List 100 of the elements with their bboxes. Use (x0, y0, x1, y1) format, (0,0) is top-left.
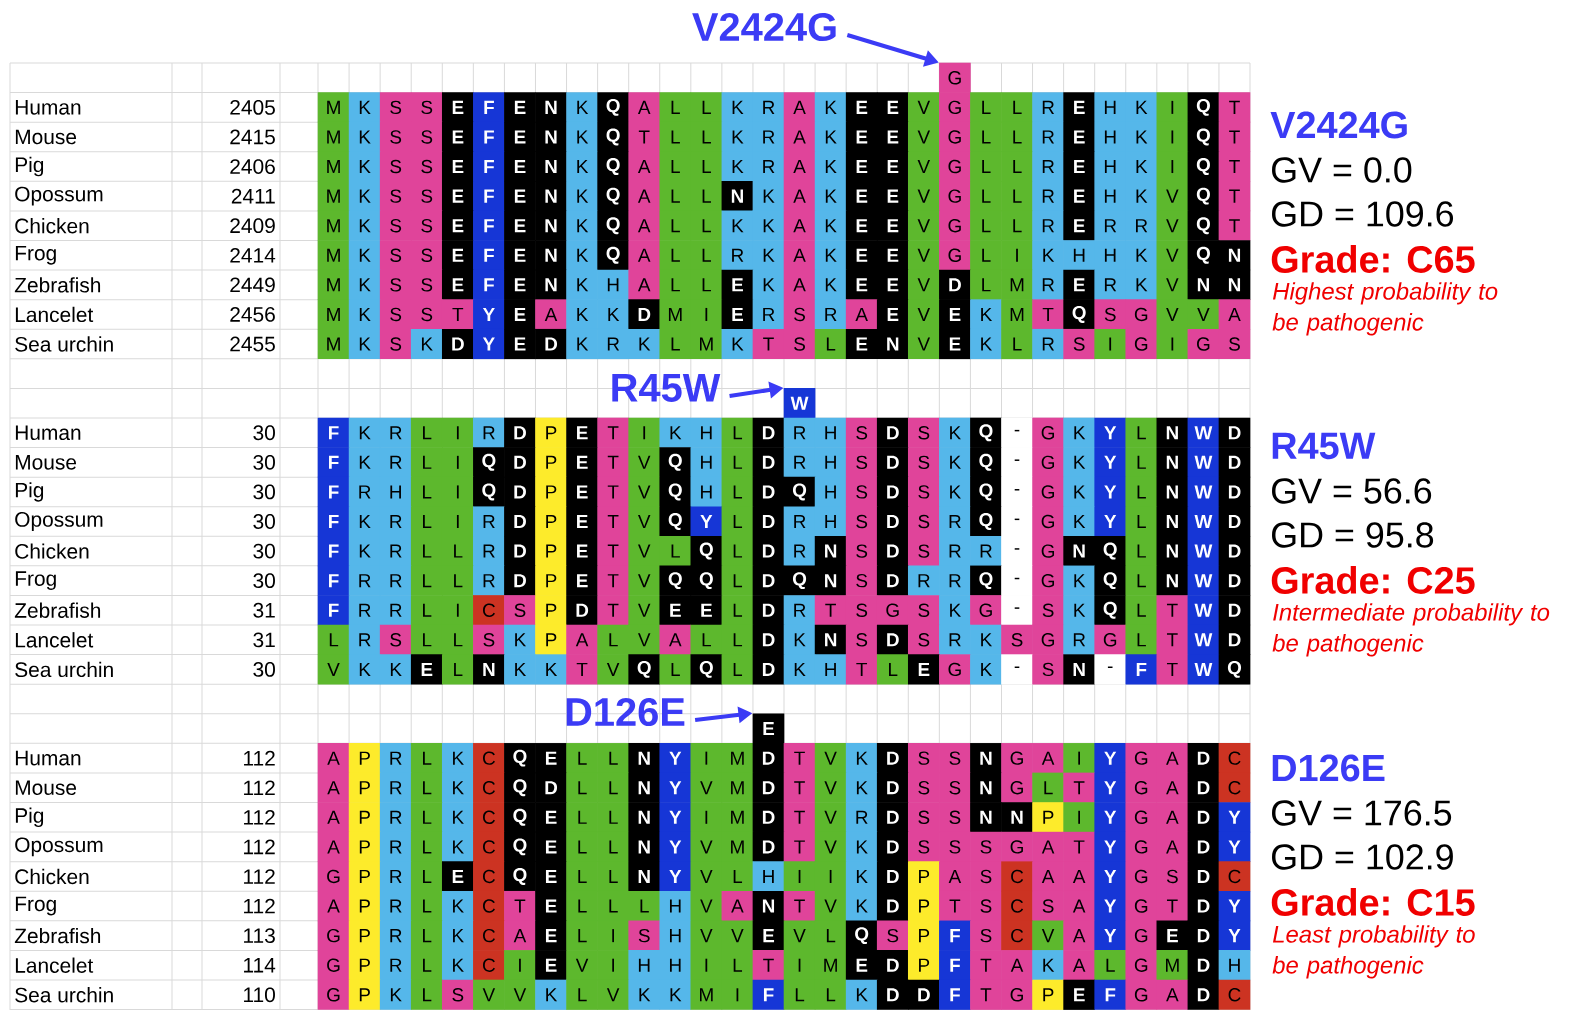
residue-cell: S (908, 743, 940, 774)
mutation-heading: R45W (1272, 432, 1376, 460)
score-text: GD = 109.6 (1272, 201, 1454, 227)
residue-cell: L (659, 240, 692, 271)
residue-cell: T (783, 743, 816, 774)
residue-cell: S (410, 240, 443, 271)
residue-cell: V (628, 447, 661, 478)
sequence-position: 2411 (231, 188, 275, 204)
residue-cell: R (379, 802, 412, 833)
residue-cell: L (597, 743, 629, 774)
residue-cell: D (1218, 595, 1251, 626)
residue-cell: K (752, 181, 785, 212)
residue-cell: I (783, 861, 816, 892)
residue-cell: R (1032, 151, 1064, 182)
residue-cell: D (876, 950, 909, 981)
residue-cell: T (845, 654, 878, 685)
residue-cell: K (597, 299, 629, 330)
residue-cell: T (597, 417, 629, 448)
residue-cell: S (939, 772, 971, 803)
residue-cell: E (535, 831, 567, 862)
residue-cell: Y (690, 506, 723, 537)
species-name: Opossum (15, 837, 103, 857)
residue-cell: S (845, 595, 878, 626)
residue-cell: F (939, 979, 971, 1010)
residue-cell: E (845, 92, 878, 123)
residue-cell: A (1156, 802, 1189, 833)
residue-cell: Q (1094, 595, 1127, 626)
residue-cell: G (1001, 979, 1033, 1010)
residue-cell: L (597, 802, 629, 833)
sequence-position: 31 (253, 632, 275, 648)
residue-cell: S (410, 299, 443, 330)
residue-cell: H (659, 890, 692, 922)
residue-cell: L (690, 240, 723, 271)
residue-cell: - (1001, 506, 1033, 537)
residue-cell: L (970, 181, 1002, 212)
species-name: Opossum (15, 512, 103, 531)
residue-cell: E (504, 151, 536, 182)
residue-cell: V (908, 181, 940, 212)
residue-cell: N (628, 831, 661, 862)
residue-cell: Y (1094, 831, 1127, 862)
residue-cell: S (1032, 890, 1064, 922)
residue-cell: K (504, 654, 536, 685)
residue-cell: A (1218, 299, 1251, 330)
residue-cell: C (1218, 743, 1251, 774)
residue-cell: V (597, 979, 629, 1010)
residue-cell: L (690, 181, 723, 212)
residue-cell: T (1156, 654, 1189, 685)
residue-cell: A (783, 92, 816, 123)
residue-cell: P (535, 536, 567, 567)
residue-cell: L (659, 536, 692, 567)
residue-cell: - (1094, 654, 1127, 685)
residue-cell: P (535, 565, 567, 596)
species-name: Chicken (15, 543, 89, 559)
residue-cell: K (970, 328, 1002, 360)
species-name: Frog (15, 571, 56, 591)
residue-cell: Q (597, 210, 629, 241)
residue-cell: G (1001, 831, 1033, 862)
species-name: Human (15, 100, 81, 115)
residue-cell: N (628, 861, 661, 892)
species-name: Frog (15, 245, 56, 265)
residue-cell: A (783, 181, 816, 212)
residue-cell: Q (970, 447, 1002, 478)
residue-cell: M (1001, 299, 1033, 330)
residue-cell: N (1156, 447, 1189, 478)
residue-cell: E (566, 506, 598, 537)
residue-cell: K (348, 654, 381, 685)
residue-cell: E (441, 92, 474, 123)
residue-cell: S (473, 624, 505, 655)
residue-cell: K (721, 92, 754, 123)
species-name: Lancelet (15, 306, 94, 323)
residue-cell: T (939, 890, 971, 922)
residue-cell: T (504, 890, 536, 922)
residue-cell: K (566, 328, 598, 360)
residue-cell: Q (1094, 536, 1127, 567)
residue-cell: E (535, 950, 567, 981)
residue-cell: K (348, 151, 381, 182)
residue-cell: G (1125, 328, 1158, 360)
residue-cell: S (1032, 654, 1064, 685)
residue-cell: G (1032, 417, 1064, 448)
mutation-heading: V2424G (1270, 111, 1407, 139)
residue-cell: F (1125, 654, 1158, 685)
residue-cell: G (1125, 920, 1158, 951)
residue-cell: L (410, 595, 443, 626)
residue-cell: N (1001, 802, 1033, 833)
mutation-heading: D126E (1272, 754, 1385, 782)
residue-cell: S (1001, 624, 1033, 655)
residue-cell: S (783, 299, 816, 330)
sequence-position: 30 (253, 543, 275, 559)
residue-cell: A (628, 240, 661, 271)
residue-cell: K (1032, 950, 1064, 981)
residue-cell: G (1032, 624, 1064, 655)
residue-cell: M (317, 92, 350, 123)
residue-cell: - (1001, 536, 1033, 567)
residue-cell: M (317, 240, 350, 271)
residue-cell: M (814, 950, 847, 981)
residue-cell: V (628, 624, 661, 655)
residue-cell: S (939, 831, 971, 862)
residue-cell: E (1063, 210, 1095, 241)
residue-cell: - (1001, 447, 1033, 478)
residue-cell: E (504, 240, 536, 271)
